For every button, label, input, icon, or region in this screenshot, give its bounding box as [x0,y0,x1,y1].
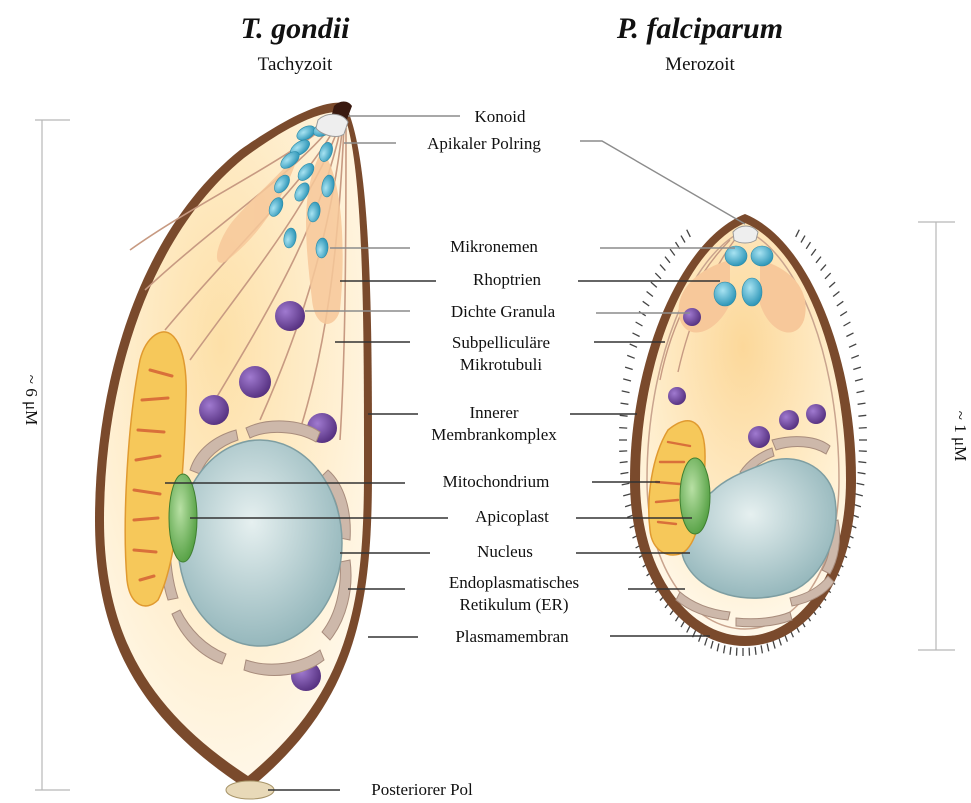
t-gondii-cell [95,102,372,800]
label-nucleus: Nucleus [477,542,533,561]
surface-spike [627,355,635,358]
surface-spike [811,249,816,255]
left-scale-bar [35,120,70,790]
surface-spike [858,415,866,416]
surface-spike [858,462,866,463]
surface-spike [853,367,861,369]
surface-spike [858,403,866,404]
surface-spike [796,230,800,237]
label-imc-line-2: Membrankomplex [431,425,557,444]
surface-spike [858,473,866,474]
surface-spike [730,647,731,655]
surface-spike [620,415,628,416]
surface-spike [625,367,633,369]
surface-spike [711,641,713,649]
surface-spike [849,344,856,347]
surface-spike [755,647,756,655]
surface-spike [647,292,653,297]
label-polring: Apikaler Polring [427,134,541,153]
surface-spike [806,242,810,249]
surface-spike [859,428,867,429]
surface-spike [633,333,640,337]
surface-spike [773,641,775,649]
t-gondii-nucleus [178,440,342,646]
surface-spike [619,428,627,429]
surface-spike [623,379,631,381]
surface-spike [857,483,865,485]
surface-spike [846,333,853,337]
surface-spike [643,301,650,306]
surface-spike [767,644,769,652]
surface-spike [705,638,708,646]
surface-spike [636,322,643,326]
surface-spike [717,644,719,652]
surface-spike [651,282,657,287]
label-mito: Mitochondrium [443,472,550,491]
surface-spike [840,312,847,316]
surface-spike [724,645,725,653]
label-konoid: Konoid [475,107,527,126]
surface-spike [630,344,637,347]
surface-spike [761,645,762,653]
label-imc-line-1: Innerer [469,403,518,422]
surface-spike [851,355,859,358]
surface-spike [681,236,685,243]
surface-spike [623,494,631,496]
surface-spike [844,322,851,326]
label-mikronemen: Mikronemen [450,237,538,256]
label-mikrotubuli-line-2: Mikrotubuli [460,355,542,374]
surface-spike [837,301,844,306]
label-er-line-2: Retikulum (ER) [459,595,568,614]
surface-spike [833,292,839,297]
surface-spike [857,391,865,393]
surface-spike [855,494,863,496]
left-stage-subtitle: Tachyzoit [258,54,333,75]
surface-spike [801,236,805,243]
surface-spike [621,403,629,404]
label-posterior: Posteriorer Pol [371,780,473,799]
label-granula: Dichte Granula [451,302,556,321]
surface-spike [622,483,630,485]
surface-spike [660,265,665,271]
left-scale-label: ~ 6 μM [22,375,41,425]
surface-spike [687,230,691,237]
surface-spike [621,473,629,474]
surface-spike [655,273,661,279]
surface-spike [670,249,675,255]
surface-spike [825,273,831,279]
surface-spike [816,257,821,263]
left-species-title: T. gondii [241,12,351,45]
p-falciparum-apicoplast [680,458,710,534]
right-scale-bar [918,222,955,650]
t-gondii-posterior-pole [226,781,274,799]
right-species-title: P. falciparum [616,12,783,45]
surface-spike [779,638,782,646]
label-er-line-1: Endoplasmatisches [449,573,579,592]
label-plasma: Plasmamembran [455,627,569,646]
surface-spike [829,282,835,287]
surface-spike [620,462,628,463]
label-apico: Apicoplast [475,507,549,526]
p-falciparum-apical-polar-ring [733,226,758,243]
right-scale-label: ~ 1 μM [951,411,970,461]
right-stage-subtitle: Merozoit [665,54,735,75]
surface-spike [855,379,863,381]
label-rhoptrien: Rhoptrien [473,270,541,289]
surface-spike [665,257,670,263]
label-mikrotubuli-line-1: Subpelliculäre [452,333,550,352]
surface-spike [821,265,826,271]
surface-spike [622,391,630,393]
